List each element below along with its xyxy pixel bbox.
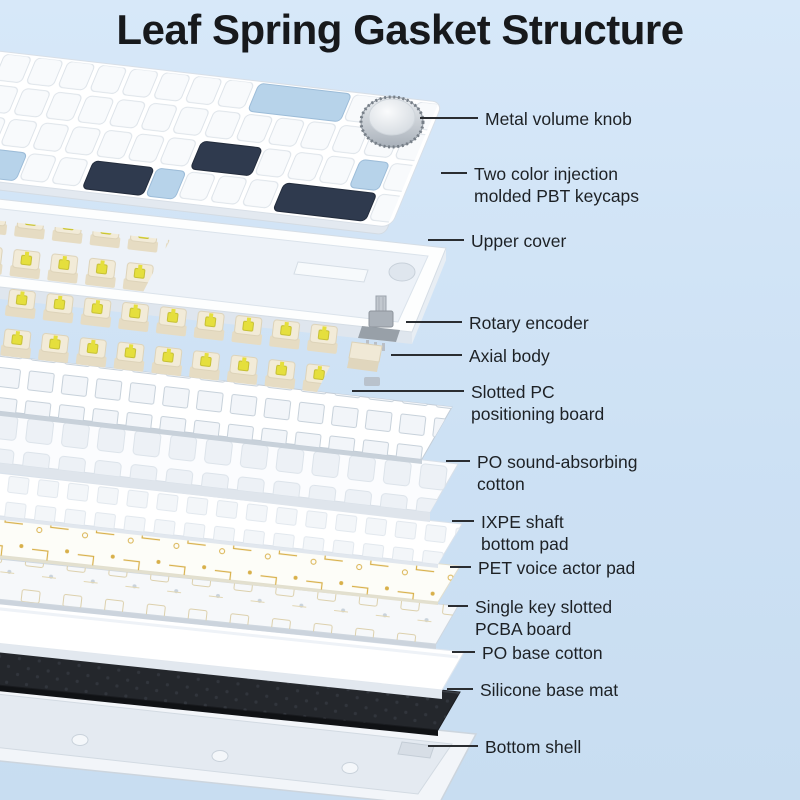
layer-keycaps bbox=[0, 48, 441, 235]
part-axial-body bbox=[347, 341, 383, 386]
label-bottom-shell: Bottom shell bbox=[428, 736, 581, 758]
callout-line bbox=[420, 117, 478, 119]
label-pc-positioning-board: Slotted PC positioning board bbox=[352, 381, 604, 426]
layer-switches bbox=[0, 220, 352, 394]
callout-line bbox=[428, 745, 478, 747]
label-text: PET voice actor pad bbox=[478, 558, 636, 578]
label-text: Slotted PC positioning board bbox=[471, 382, 605, 425]
callout-line bbox=[448, 605, 468, 607]
label-upper-cover: Upper cover bbox=[428, 230, 566, 252]
layer-silicone-base-mat bbox=[0, 644, 461, 736]
label-pbt-keycaps: Two color injection molded PBT keycaps bbox=[441, 163, 639, 208]
part-volume-knob bbox=[359, 95, 425, 149]
page-title: Leaf Spring Gasket Structure bbox=[116, 6, 684, 53]
label-po-base-cotton: PO base cotton bbox=[452, 642, 603, 664]
label-rotary-encoder: Rotary encoder bbox=[406, 312, 589, 334]
layer-pcba-board bbox=[0, 558, 459, 649]
callout-line bbox=[446, 460, 470, 462]
callout-line bbox=[452, 651, 475, 653]
callout-line bbox=[452, 520, 474, 522]
label-text: Rotary encoder bbox=[469, 313, 589, 333]
layer-pet-pad bbox=[0, 516, 461, 605]
label-text: Single key slotted PCBA board bbox=[475, 597, 613, 640]
callout-line bbox=[428, 239, 464, 241]
label-text: PO base cotton bbox=[482, 643, 603, 663]
label-text: Metal volume knob bbox=[485, 109, 632, 129]
label-ixpe-bottom-pad: IXPE shaft bottom pad bbox=[452, 511, 569, 556]
label-text: Upper cover bbox=[471, 231, 567, 251]
callout-line bbox=[450, 566, 471, 568]
layer-bottom-shell bbox=[0, 684, 478, 800]
label-pcba-board: Single key slotted PCBA board bbox=[448, 596, 612, 641]
label-text: Silicone base mat bbox=[480, 680, 619, 700]
callout-line bbox=[352, 390, 464, 392]
label-text: Bottom shell bbox=[485, 737, 582, 757]
callout-line bbox=[441, 172, 467, 174]
label-po-sound-absorbing-cotton: PO sound-absorbing cotton bbox=[446, 451, 638, 496]
label-text: PO sound-absorbing cotton bbox=[477, 452, 638, 495]
layer-sound-absorbing-cotton bbox=[0, 410, 459, 522]
label-text: IXPE shaft bottom pad bbox=[481, 512, 569, 555]
label-metal-volume-knob: Metal volume knob bbox=[420, 108, 632, 130]
layer-positioning-board bbox=[0, 354, 453, 464]
callout-line bbox=[391, 354, 462, 356]
callout-line bbox=[406, 321, 462, 323]
callout-line bbox=[447, 688, 473, 690]
label-text: Axial body bbox=[469, 346, 550, 366]
label-silicone-base-mat: Silicone base mat bbox=[447, 679, 618, 701]
label-pet-voice-actor-pad: PET voice actor pad bbox=[450, 557, 635, 579]
label-text: Two color injection molded PBT keycaps bbox=[474, 164, 640, 207]
layer-ixpe-pad bbox=[0, 472, 463, 568]
label-axial-body: Axial body bbox=[391, 345, 550, 367]
